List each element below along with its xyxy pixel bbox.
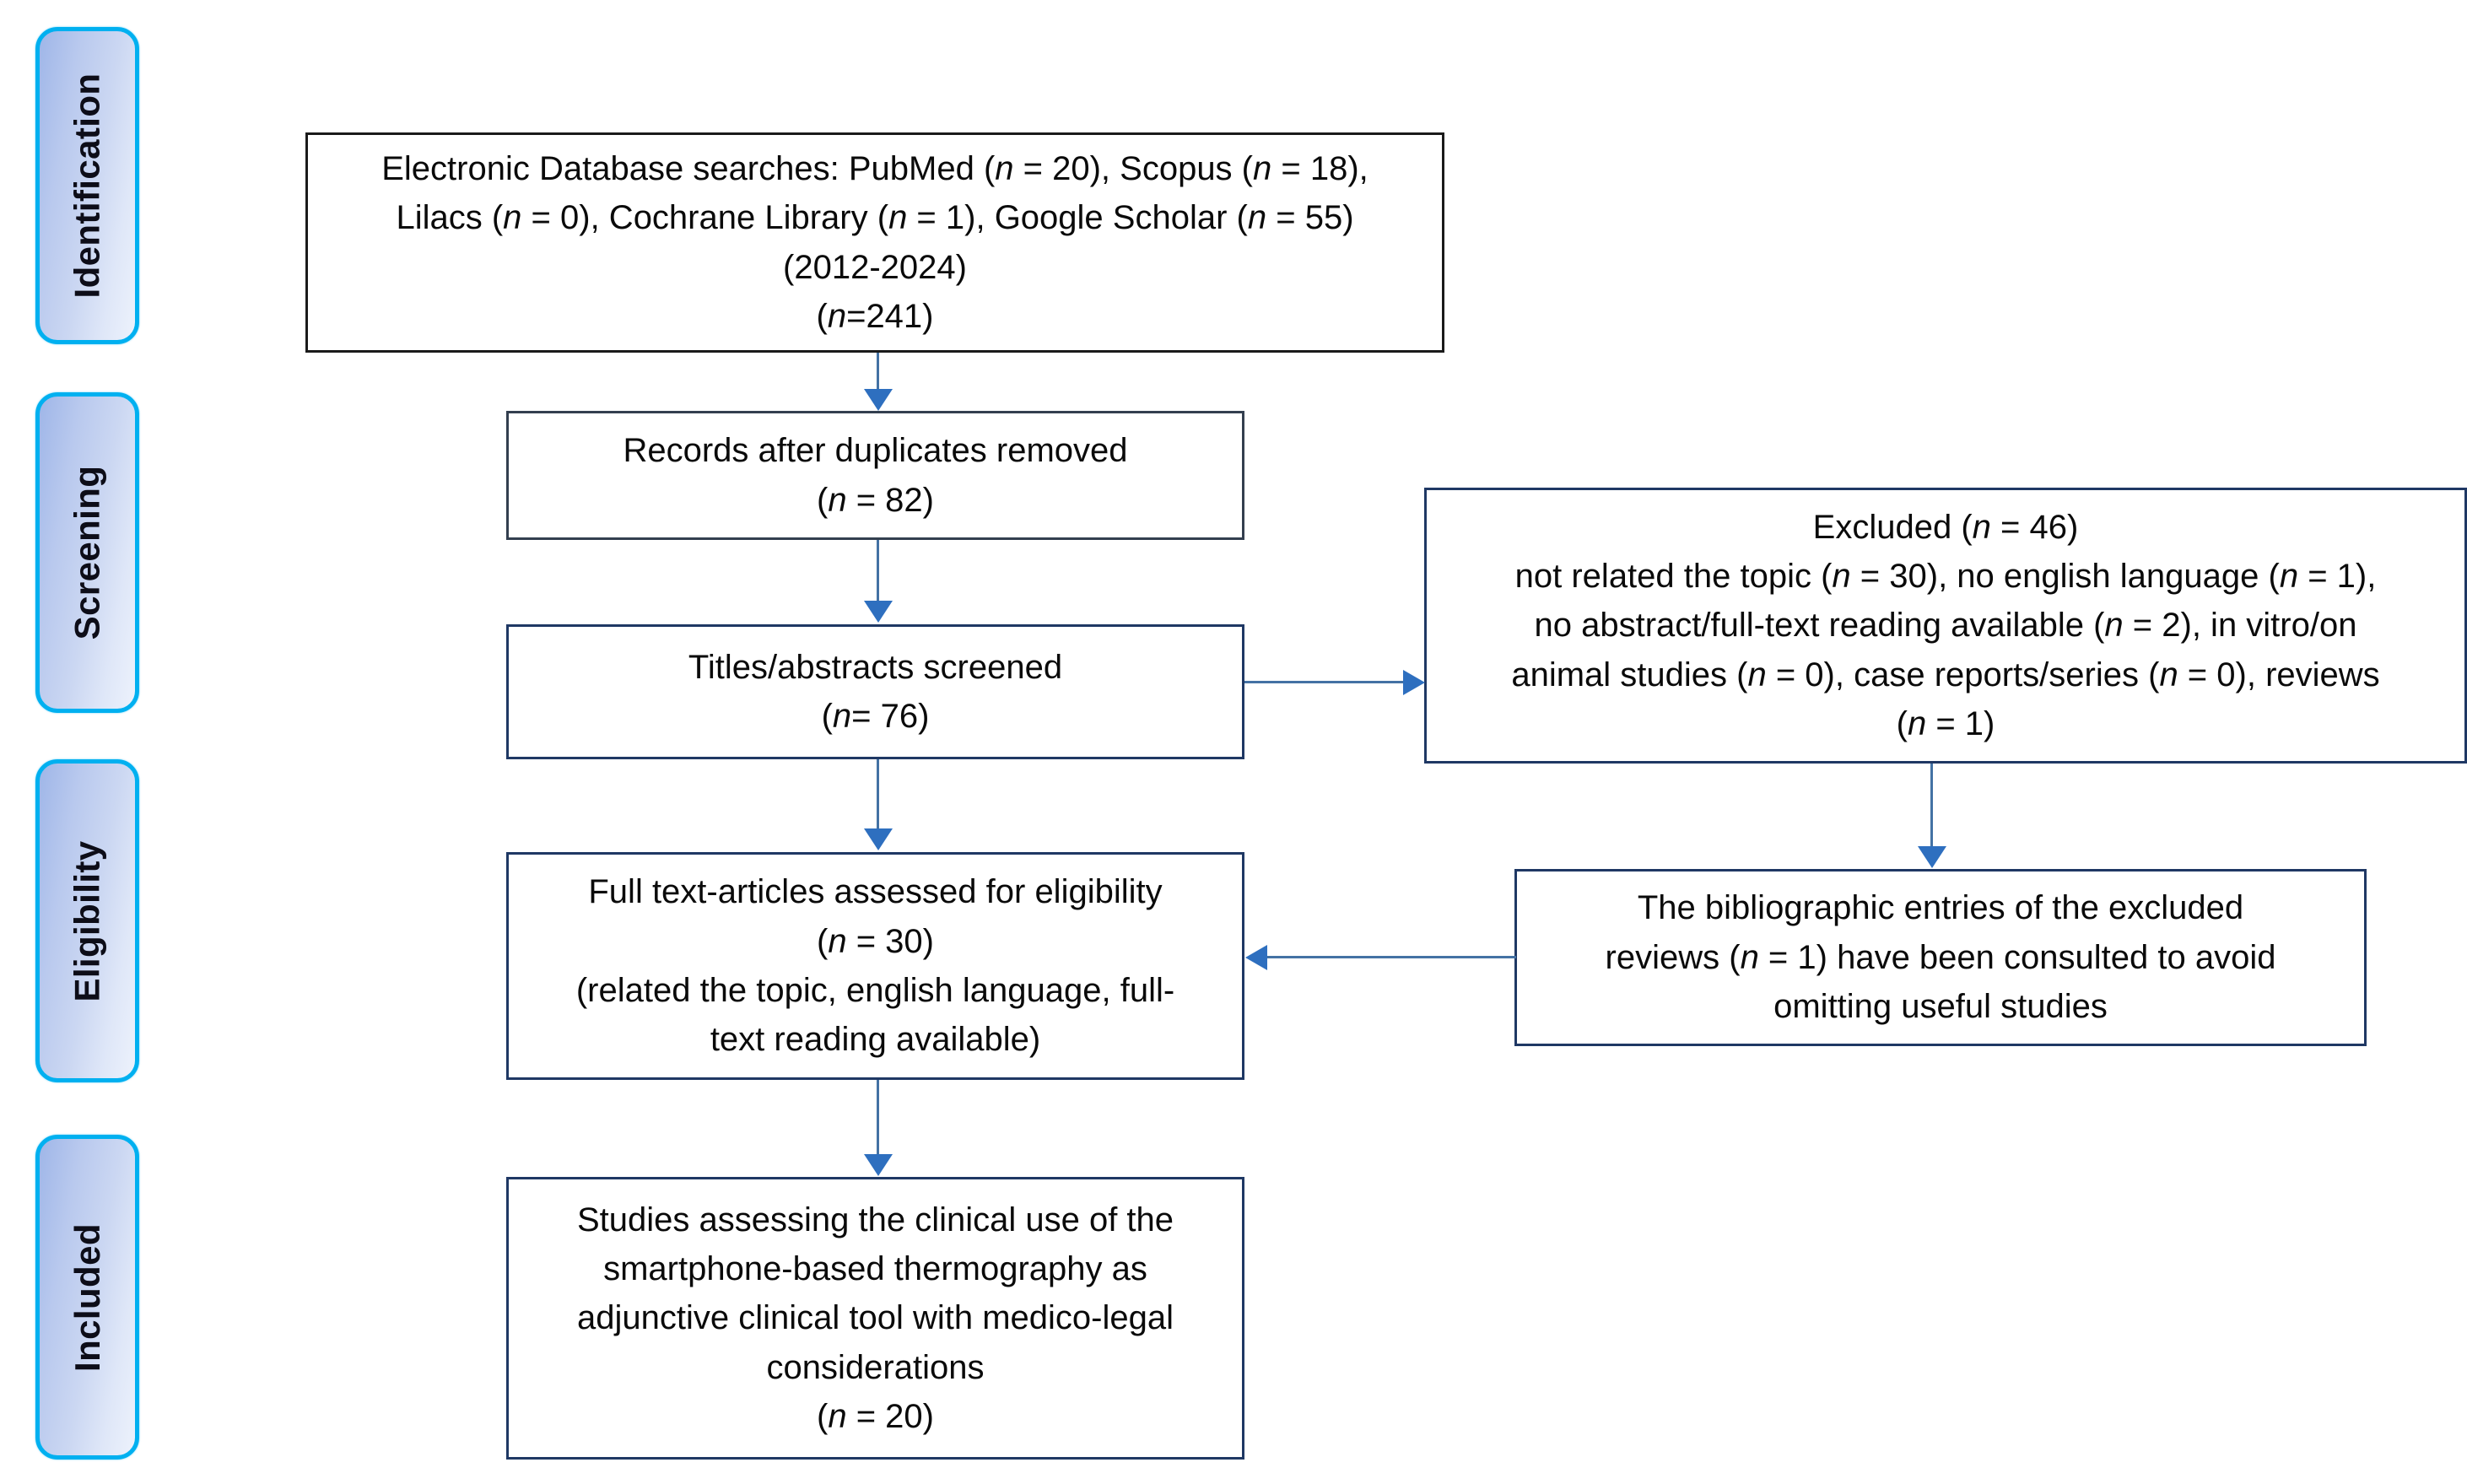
connector-screened-to-excluded <box>1244 681 1405 683</box>
stage-pill-eligibility: Eligibility <box>35 759 139 1082</box>
box-titles-abstracts-screened-text: Titles/abstracts screened(n= 76) <box>688 648 1063 735</box>
arrowhead-screened-to-fulltext <box>864 828 893 850</box>
box-studies-included: Studies assessing the clinical use of th… <box>506 1177 1244 1460</box>
stage-label-included: Included <box>67 1222 107 1372</box>
stage-pill-identification: Identification <box>35 27 139 344</box>
connector-identified-to-duplicates <box>877 353 879 391</box>
box-titles-abstracts-screened: Titles/abstracts screened(n= 76) <box>506 624 1244 759</box>
arrowhead-duplicates-to-screened <box>864 601 893 623</box>
stage-label-screening: Screening <box>67 465 107 640</box>
box-full-text-assessed-text: Full text-articles assessed for eligibil… <box>575 873 1175 1059</box>
stage-pill-screening: Screening <box>35 392 139 713</box>
arrowhead-screened-to-excluded <box>1403 670 1425 695</box>
connector-fulltext-to-included <box>877 1080 879 1154</box>
box-full-text-assessed: Full text-articles assessed for eligibil… <box>506 852 1244 1080</box>
connector-excluded-to-bibliographic <box>1930 764 1933 846</box>
stage-pill-included: Included <box>35 1135 139 1460</box>
arrowhead-fulltext-to-included <box>864 1154 893 1176</box>
connector-duplicates-to-screened <box>877 540 879 601</box>
arrowhead-identified-to-duplicates <box>864 389 893 411</box>
box-records-excluded-text: Excluded (n = 46)not related the topic (… <box>1511 508 2380 743</box>
box-studies-included-text: Studies assessing the clinical use of th… <box>576 1201 1174 1436</box>
stage-label-eligibility: Eligibility <box>67 839 107 1002</box>
box-records-excluded: Excluded (n = 46)not related the topic (… <box>1424 488 2467 764</box>
box-records-identified-text: Electronic Database searches: PubMed (n … <box>381 149 1368 335</box>
arrowhead-bibliographic-to-fulltext <box>1245 945 1267 970</box>
box-bibliographic-entries: The bibliographic entries of the exclude… <box>1514 869 2367 1046</box>
box-records-after-duplicates: Records after duplicates removed(n = 82) <box>506 411 1244 540</box>
connector-screened-to-fulltext <box>877 759 879 828</box>
stage-label-identification: Identification <box>67 73 107 299</box>
arrowhead-excluded-to-bibliographic <box>1918 846 1946 868</box>
box-records-after-duplicates-text: Records after duplicates removed(n = 82) <box>623 432 1128 519</box>
box-bibliographic-entries-text: The bibliographic entries of the exclude… <box>1605 889 2276 1026</box>
connector-bibliographic-to-fulltext <box>1266 956 1516 958</box>
box-records-identified: Electronic Database searches: PubMed (n … <box>305 132 1444 353</box>
